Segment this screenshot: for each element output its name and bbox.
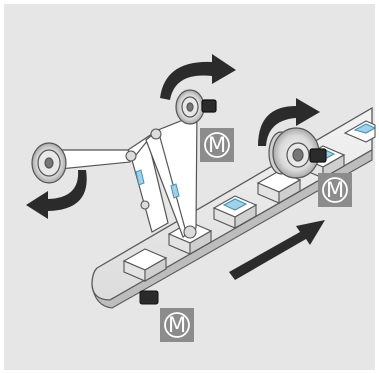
motor-icon: M [160, 308, 194, 342]
conveyor-drive [140, 291, 158, 304]
motor-label: M [326, 178, 344, 202]
supply-reel [32, 143, 66, 183]
motor-label: M [208, 133, 226, 157]
motor-icon: M [200, 128, 234, 162]
motor-icon: M [318, 173, 352, 207]
motor-label: M [168, 313, 186, 337]
